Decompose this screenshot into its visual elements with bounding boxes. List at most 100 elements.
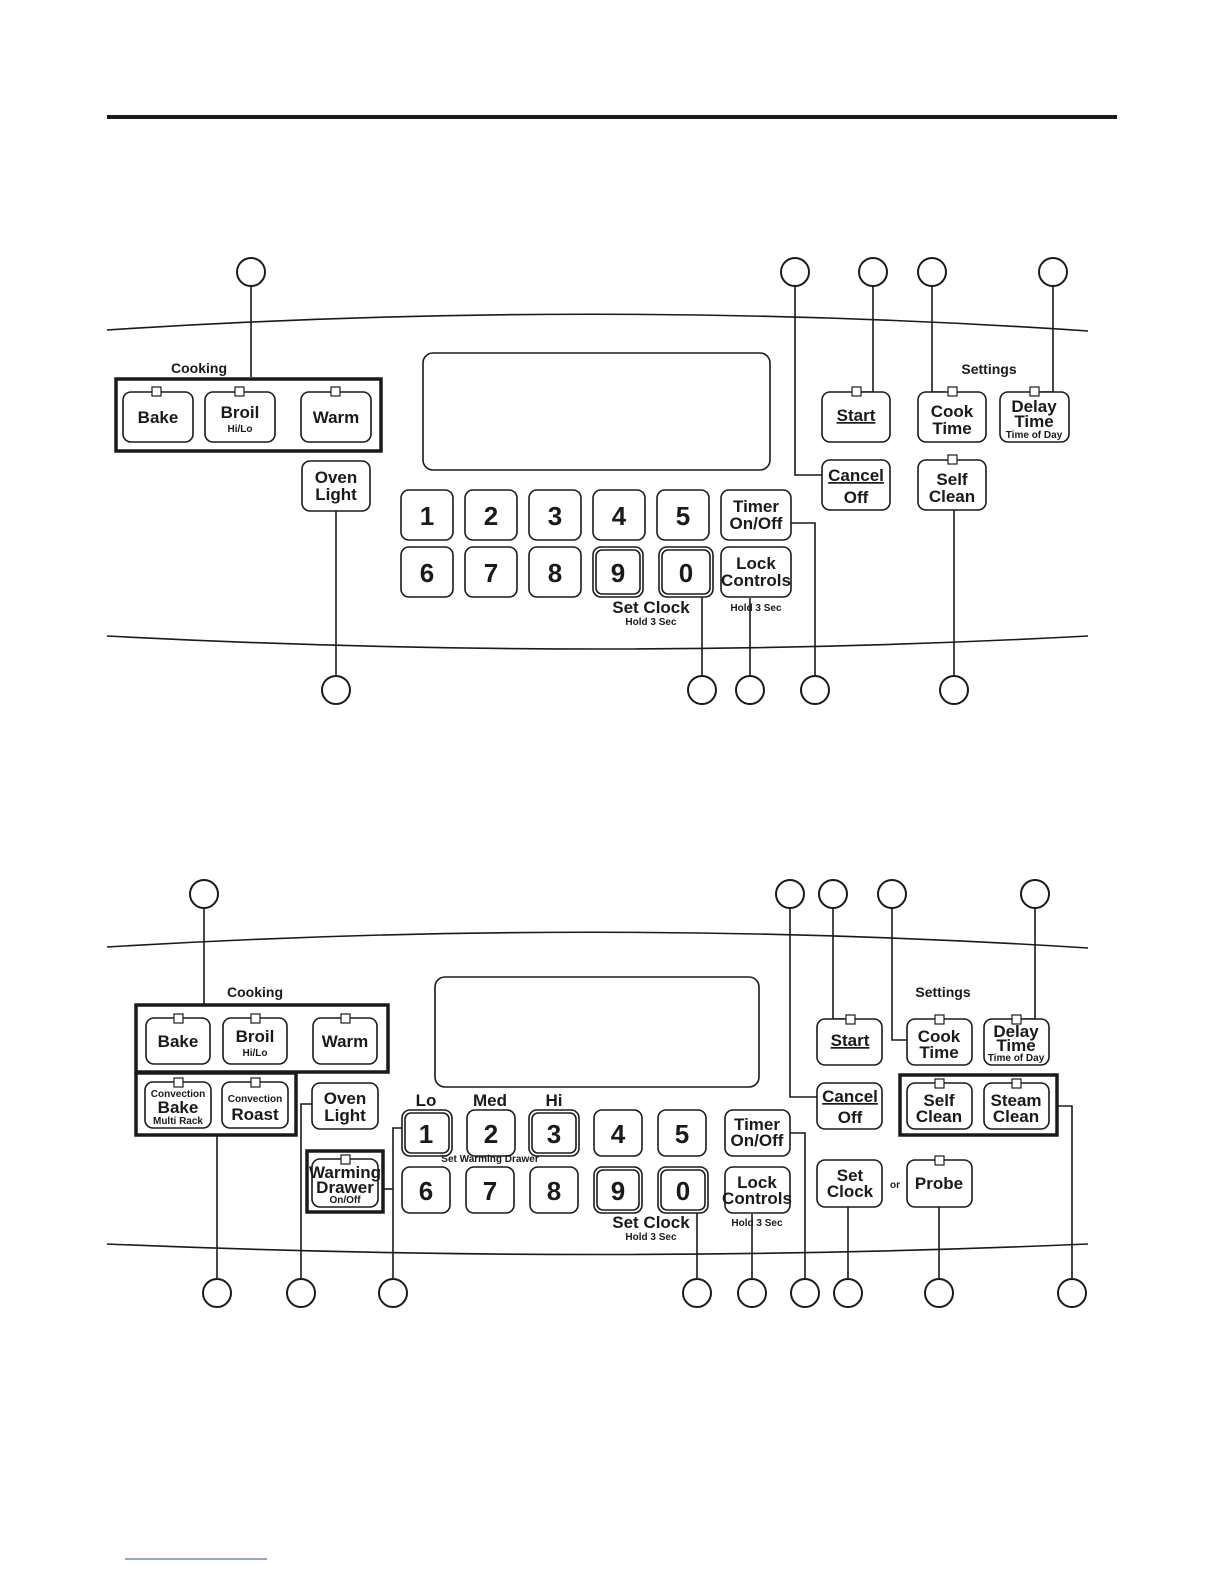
indicator-light xyxy=(1011,1078,1022,1089)
keypad-key-4[interactable]: 4 xyxy=(592,489,646,541)
probe-button[interactable]: Probe xyxy=(906,1155,973,1208)
panel-1-top-edge xyxy=(106,313,1089,332)
set-warming-drawer-label: Set Warming Drawer xyxy=(441,1154,539,1165)
lock-controls-button[interactable]: Lock Controls xyxy=(720,546,792,598)
oven-light-label-line2: Light xyxy=(324,1106,366,1125)
bake-button[interactable]: Bake xyxy=(145,1013,211,1065)
indicator-light xyxy=(851,386,862,397)
keypad-key-8[interactable]: 8 xyxy=(529,1166,579,1214)
warming-level-hi: Hi xyxy=(546,1091,563,1110)
oven-light-button[interactable]: Oven Light xyxy=(301,460,371,512)
warming-level-lo: Lo xyxy=(416,1091,437,1110)
callout-circle xyxy=(1020,879,1050,909)
key-label: 6 xyxy=(419,1176,433,1206)
warm-button[interactable]: Warm xyxy=(312,1013,378,1065)
warm-label: Warm xyxy=(322,1032,369,1051)
keypad-key-5[interactable]: 5 xyxy=(656,489,710,541)
cancel-off-button[interactable]: Cancel Off xyxy=(816,1082,883,1130)
bake-label: Bake xyxy=(138,408,179,427)
timer-label-line2: On/Off xyxy=(731,1131,784,1150)
broil-button[interactable]: Broil Hi/Lo xyxy=(222,1013,288,1065)
convection-roast-button[interactable]: Convection Roast xyxy=(221,1077,289,1129)
indicator-light xyxy=(330,386,341,397)
keypad-key-1[interactable]: 1 xyxy=(401,1109,453,1157)
key-label: 7 xyxy=(483,1176,497,1206)
keypad-key-7[interactable]: 7 xyxy=(464,546,518,598)
keypad-key-6[interactable]: 6 xyxy=(400,546,454,598)
keypad-key-1[interactable]: 1 xyxy=(400,489,454,541)
keypad-key-2[interactable]: 2 xyxy=(466,1109,516,1157)
indicator-light xyxy=(934,1155,945,1166)
key-label: 5 xyxy=(676,501,690,531)
cancel-off-button[interactable]: Cancel Off xyxy=(821,459,891,511)
timer-button[interactable]: Timer On/Off xyxy=(724,1109,791,1157)
self-clean-button[interactable]: Self Clean xyxy=(906,1078,973,1130)
key-label: 8 xyxy=(548,558,562,588)
lock-controls-button[interactable]: Lock Controls xyxy=(722,1166,792,1214)
cook-time-label-line1: Cook xyxy=(918,1027,961,1046)
delay-time-button[interactable]: Delay Time Time of Day xyxy=(999,386,1070,443)
callout-circle xyxy=(775,879,805,909)
cooking-label: Cooking xyxy=(171,360,227,376)
timer-label-line1: Timer xyxy=(734,1115,780,1134)
keypad-key-0[interactable]: 0 xyxy=(657,1166,709,1214)
steam-clean-button[interactable]: Steam Clean xyxy=(983,1078,1050,1130)
callout-circle xyxy=(737,1278,767,1308)
panel-1: Cooking Settings Bake Broil Hi/Lo Warm O… xyxy=(106,257,1089,705)
keypad-key-7[interactable]: 7 xyxy=(465,1166,515,1214)
cancel-label: Cancel xyxy=(822,1087,878,1106)
cooking-label: Cooking xyxy=(227,984,283,1000)
cook-time-label-line1: Cook xyxy=(931,402,974,421)
indicator-light xyxy=(340,1154,351,1165)
set-clock-hint: Hold 3 Sec xyxy=(625,1232,677,1243)
keypad-key-9[interactable]: 9 xyxy=(592,546,644,598)
keypad-key-3[interactable]: 3 xyxy=(528,1109,580,1157)
panel-2-top-edge xyxy=(106,931,1089,949)
keypad-key-2[interactable]: 2 xyxy=(464,489,518,541)
lock-label-line2: Controls xyxy=(722,1189,792,1208)
key-label: 7 xyxy=(484,558,498,588)
callout-circle xyxy=(780,257,810,287)
key-label: 6 xyxy=(420,558,434,588)
keypad-key-0[interactable]: 0 xyxy=(658,546,714,598)
keypad-key-9[interactable]: 9 xyxy=(593,1166,643,1214)
broil-button[interactable]: Broil Hi/Lo xyxy=(204,386,276,443)
callout-circle xyxy=(321,675,351,705)
keypad-key-6[interactable]: 6 xyxy=(401,1166,451,1214)
indicator-light xyxy=(1029,386,1040,397)
broil-sublabel: Hi/Lo xyxy=(228,424,253,435)
bake-button[interactable]: Bake xyxy=(122,386,194,443)
callout-circle xyxy=(917,257,947,287)
bake-label: Bake xyxy=(158,1032,199,1051)
warm-button[interactable]: Warm xyxy=(300,386,372,443)
self-clean-button[interactable]: Self Clean xyxy=(917,454,987,511)
oven-light-button[interactable]: Oven Light xyxy=(311,1082,379,1130)
callout-circle xyxy=(189,879,219,909)
keypad-key-4[interactable]: 4 xyxy=(593,1109,643,1157)
callout-circle xyxy=(939,675,969,705)
cook-time-label-line2: Time xyxy=(932,419,971,438)
self-clean-label-line1: Self xyxy=(936,470,968,489)
start-button[interactable]: Start xyxy=(816,1014,883,1066)
cook-time-button[interactable]: Cook Time xyxy=(917,386,987,443)
lock-label-line2: Controls xyxy=(721,571,791,590)
key-label: 4 xyxy=(611,1119,626,1149)
delay-time-button[interactable]: Delay Time Time of Day xyxy=(983,1014,1050,1066)
cook-time-button[interactable]: Cook Time xyxy=(906,1014,973,1066)
keypad-key-8[interactable]: 8 xyxy=(528,546,582,598)
timer-button[interactable]: Timer On/Off xyxy=(720,489,792,541)
set-clock-button[interactable]: Set Clock xyxy=(816,1159,883,1208)
keypad-key-3[interactable]: 3 xyxy=(528,489,582,541)
start-button[interactable]: Start xyxy=(821,386,891,443)
convection-bake-top-label: Convection xyxy=(151,1089,205,1100)
warming-drawer-button[interactable]: Warming Drawer On/Off xyxy=(309,1154,381,1208)
warming-drawer-sublabel: On/Off xyxy=(329,1195,361,1206)
lock-label-line1: Lock xyxy=(737,1173,777,1192)
warming-level-med: Med xyxy=(473,1091,507,1110)
keypad-key-5[interactable]: 5 xyxy=(657,1109,707,1157)
convection-bake-button[interactable]: Convection Bake Multi Rack xyxy=(144,1077,212,1129)
warming-drawer-label-line1: Warming xyxy=(309,1163,381,1182)
callout-circle xyxy=(378,1278,408,1308)
indicator-light xyxy=(340,1013,351,1024)
indicator-light xyxy=(1011,1014,1022,1025)
